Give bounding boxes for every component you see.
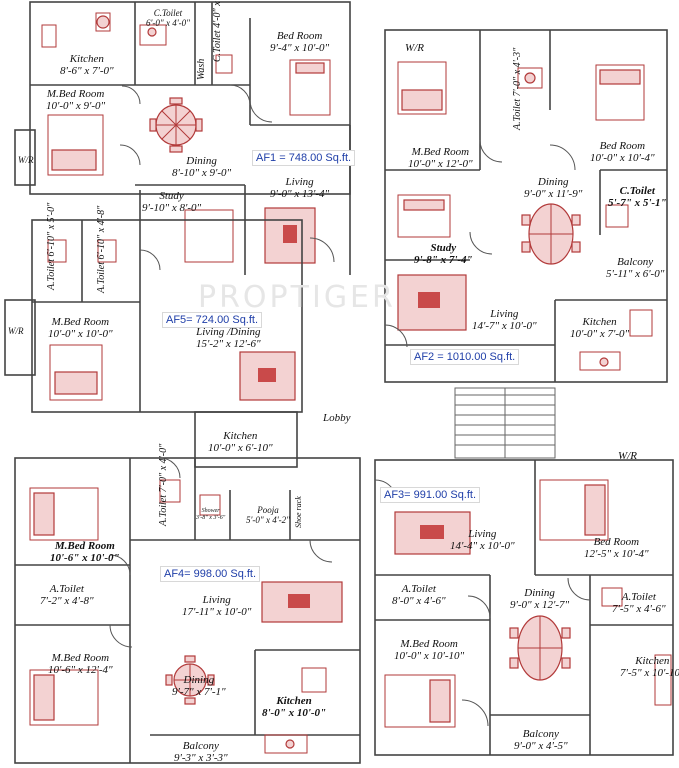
af4-atoilet-label: A.Toilet 7'-0" x 4'-0" xyxy=(158,443,169,526)
af1-wr-label: W/R xyxy=(18,155,34,165)
af2-wr-label: W/R xyxy=(405,42,424,54)
watermark: PROPTIGER xyxy=(198,280,396,315)
af1-furniture xyxy=(41,12,331,264)
af1-area-badge: AF1 = 748.00 Sq.ft. xyxy=(252,150,356,166)
unit-af1-walls xyxy=(14,1,351,275)
unit-af2-walls xyxy=(384,29,668,383)
unit-af5-walls xyxy=(4,190,303,468)
af3-wr-label: W/R xyxy=(618,450,637,462)
af2-area-badge: AF2 = 1010.00 Sq.ft. xyxy=(410,349,520,365)
unit-af3-walls xyxy=(374,459,674,756)
af5-area-badge: AF5= 724.00 Sq.ft. xyxy=(162,312,263,328)
af2-furniture xyxy=(397,61,653,371)
af1-wash-label: Wash xyxy=(196,58,207,80)
af5-wr-label: W/R xyxy=(8,326,24,336)
af4-shoerack-label: Shoe rack xyxy=(294,496,303,528)
af1-ctoilet2-label: C.Toilet 4'-0" x 7'-0" xyxy=(212,0,223,62)
af4-furniture xyxy=(29,479,343,754)
staircase xyxy=(454,387,556,459)
af5-furniture xyxy=(47,239,296,401)
af5-atoilet2-label: A.Toilet 6'-10" x 4'-8" xyxy=(96,205,107,293)
af5-atoilet1-label: A.Toilet 6'-10" x 5'-0" xyxy=(46,202,57,290)
af2-atoilet-label: A.Toilet 7'-0" x 4'-3" xyxy=(512,47,523,130)
af3-furniture xyxy=(384,479,672,728)
unit-af4-walls xyxy=(14,457,361,764)
af4-area-badge: AF4= 998.00 Sq.ft. xyxy=(160,566,261,582)
lobby-label: Lobby xyxy=(323,412,351,424)
af3-area-badge: AF3= 991.00 Sq.ft. xyxy=(380,487,481,503)
